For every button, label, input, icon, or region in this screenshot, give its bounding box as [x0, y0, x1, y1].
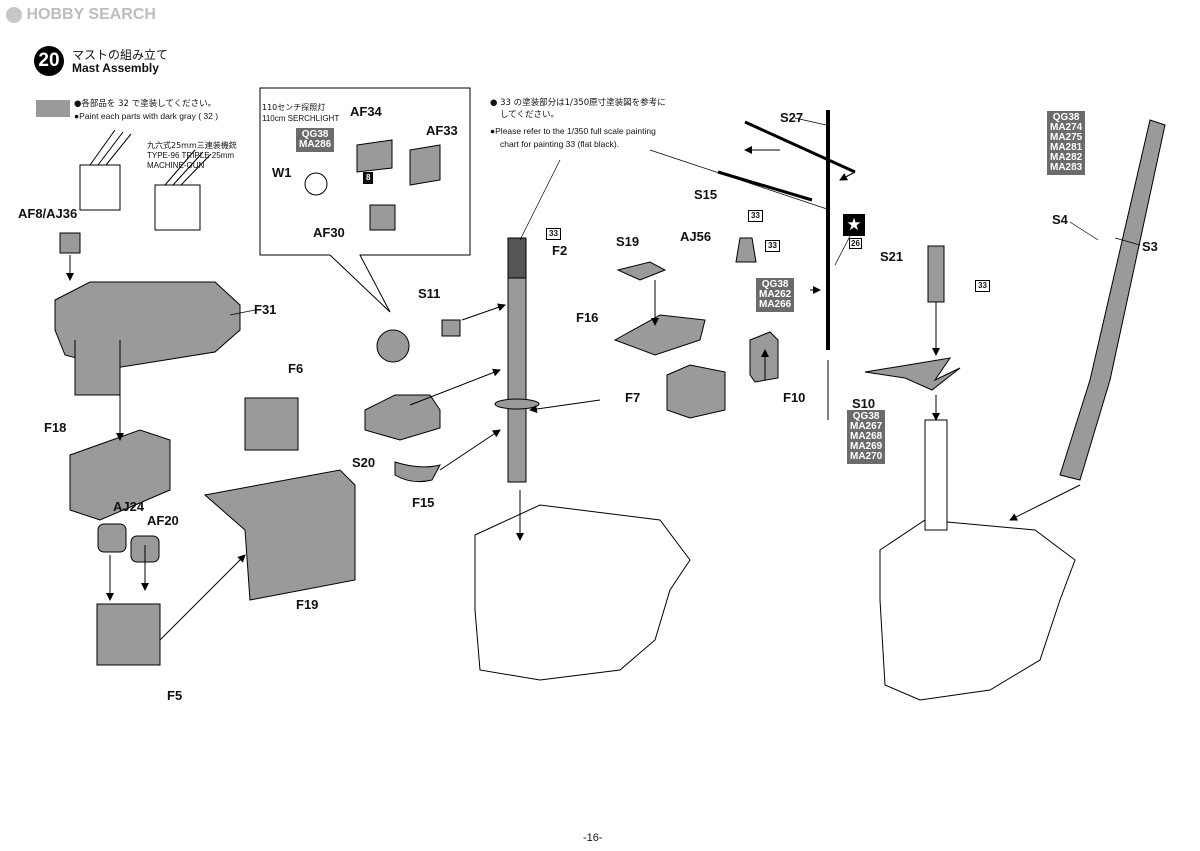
label-F2: F2 [552, 243, 568, 258]
part-AF34 [356, 139, 393, 173]
label-F10: F10 [783, 390, 806, 405]
paint-33-f2: 33 [546, 228, 561, 240]
watermark: HOBBY SEARCH [6, 6, 156, 24]
label-S3: S3 [1142, 239, 1158, 254]
label-S27: S27 [780, 110, 804, 125]
part-S19 [616, 261, 667, 281]
part-S20 [364, 394, 441, 441]
paint-note-line2: してください。 [500, 110, 559, 120]
step-number: 20 [38, 50, 60, 71]
page-number: -16- [583, 832, 603, 844]
part-AJ24 [97, 523, 127, 553]
label-F31: F31 [254, 302, 277, 317]
paint-note-line3: ●Please refer to the 1/350 full scale pa… [490, 126, 656, 136]
part-AF30 [369, 204, 396, 231]
part-AJ56 [735, 237, 757, 263]
label-S20: S20 [352, 455, 376, 470]
label-F16: F16 [576, 310, 599, 325]
part-F5 [96, 603, 161, 666]
paint-33-s15: 33 [748, 210, 763, 222]
label-S4: S4 [1052, 212, 1068, 227]
hull-structure-right [879, 519, 1076, 701]
label-F15: F15 [412, 495, 435, 510]
paint-note-line4: chart for painting 33 (flat black). [500, 139, 620, 149]
label-S21: S21 [880, 249, 904, 264]
gun-label-en1: TYPE-96 TRIPLE 25mm [147, 151, 234, 160]
decal-star-marker: ★ [843, 214, 865, 236]
step-title-en: Mast Assembly [72, 61, 159, 75]
label-S15: S15 [694, 187, 718, 202]
part-S10 [864, 357, 961, 391]
watermark-text: HOBBY SEARCH [26, 6, 156, 23]
part-searchlight [376, 329, 410, 363]
part-S11 [441, 319, 461, 337]
part-F15 [394, 461, 441, 483]
label-F19: F19 [296, 597, 319, 612]
gray-note-en: ●Paint each parts with dark gray ( 32 ) [74, 111, 219, 121]
label-AJ56: AJ56 [680, 229, 712, 244]
part-AF8-AJ36 [59, 232, 81, 254]
step-badge: 20 [34, 46, 64, 76]
part-F6 [244, 397, 299, 451]
label-F5: F5 [167, 688, 183, 703]
part-F10 [749, 331, 779, 383]
part-S15-upper [744, 120, 856, 174]
label-F7: F7 [625, 390, 641, 405]
part-F16 [613, 314, 706, 356]
tower-right [924, 419, 948, 531]
part-S15-lower [717, 170, 813, 202]
part-AF33 [409, 144, 441, 186]
part-F19 [203, 469, 356, 601]
gray-swatch [36, 100, 70, 117]
paint-8: 8 [363, 172, 374, 184]
part-W1 [304, 172, 328, 196]
label-W1: W1 [272, 165, 292, 180]
label-AF34: AF34 [350, 104, 382, 119]
label-AJ24: AJ24 [113, 499, 145, 514]
searchlight-label-en: 110cm SERCHLIGHT [262, 114, 340, 123]
part-F18 [69, 429, 171, 521]
label-S10: S10 [852, 396, 876, 411]
searchlight-label-jp: 110センチ探照灯 [262, 103, 326, 112]
label-AF33: AF33 [426, 123, 458, 138]
part-F2-top [507, 237, 527, 279]
part-crane [1059, 119, 1166, 481]
paint-note-line1: ● 33 の塗装部分は1/350原寸塗装図を参考に [490, 98, 666, 108]
decal-star-number: 26 [849, 238, 862, 249]
gun-label-jp: 九六式25mm三連装機銃 [147, 141, 237, 150]
hobby-search-logo-icon [6, 7, 22, 23]
part-F31 [54, 281, 241, 396]
gray-note-jp: ●各部品を 32 で塗装してください。 [74, 99, 217, 109]
label-F18: F18 [44, 420, 67, 435]
label-F6: F6 [288, 361, 304, 376]
paint-33-aj56: 33 [765, 240, 780, 252]
paint-33-s21: 33 [975, 280, 990, 292]
label-S11: S11 [418, 286, 441, 301]
label-AF30: AF30 [313, 225, 345, 240]
step-title-jp: マストの組み立て [72, 48, 169, 62]
part-S21 [927, 245, 945, 303]
hull-structure-middle [474, 504, 691, 681]
label-AF8-AJ36: AF8/AJ36 [18, 206, 78, 221]
label-S19: S19 [616, 234, 640, 249]
gun-label-en2: MACHINE-GUN [147, 161, 205, 170]
part-F7 [666, 364, 726, 419]
part-gun-mount-left [79, 129, 212, 231]
label-AF20: AF20 [147, 513, 179, 528]
